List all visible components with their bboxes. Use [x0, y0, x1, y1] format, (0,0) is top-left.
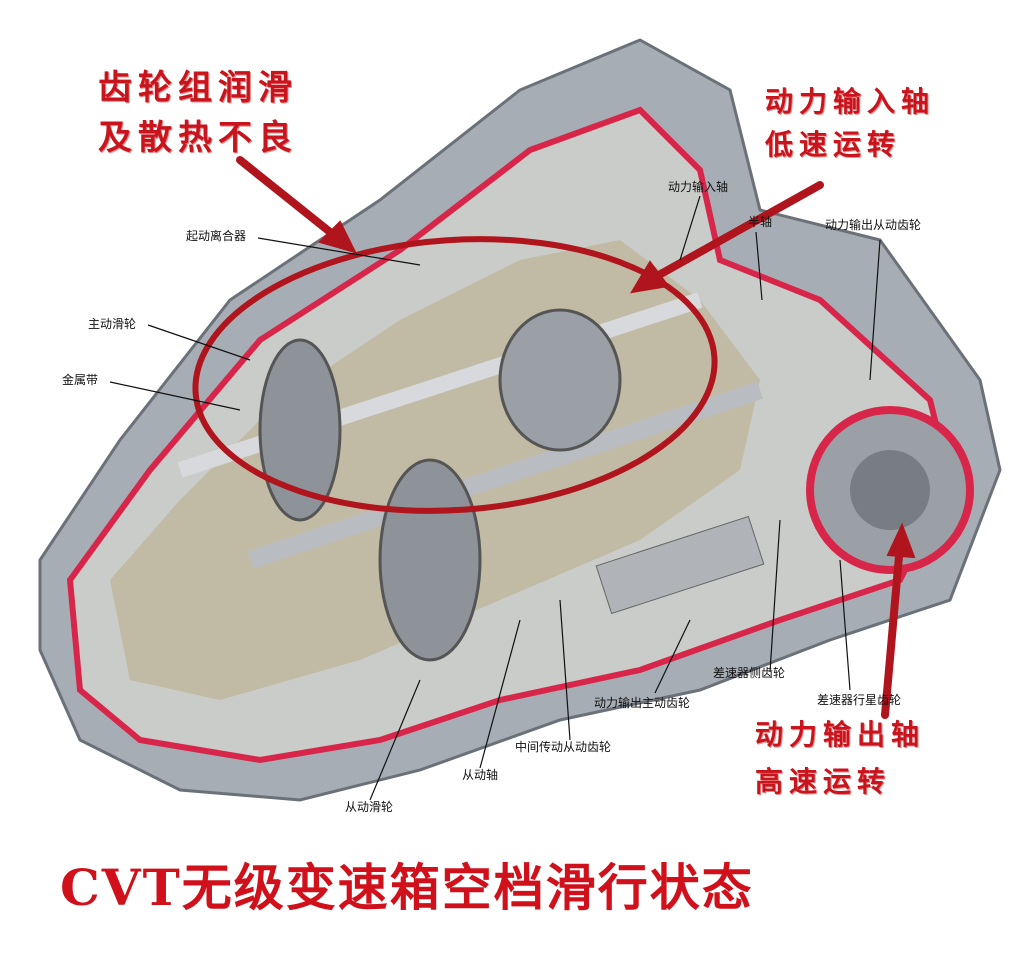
- label-drive-pulley: 主动滑轮: [88, 317, 137, 331]
- annotation-output-shaft-line1: 动力输出轴: [755, 718, 926, 751]
- output-shaft-arrowhead: [886, 522, 916, 559]
- label-starting-clutch: 起动离合器: [186, 229, 247, 243]
- input-shaft-arrow: [646, 181, 824, 284]
- input-shaft-arrowhead: [630, 260, 670, 294]
- label-diff-side-gear: 差速器侧齿轮: [713, 666, 786, 680]
- problem-area-ellipse: [192, 236, 718, 514]
- driven-pulley-drawing: [378, 458, 482, 662]
- annotation-input-shaft-line2: 低速运转: [765, 128, 902, 161]
- lubrication-arrowhead: [318, 220, 357, 254]
- differential-core: [850, 450, 930, 530]
- diagram-title: CVT无级变速箱空档滑行状态: [60, 858, 754, 917]
- label-driven-pulley: 从动滑轮: [345, 800, 394, 814]
- output-gear-drawing: [595, 515, 765, 615]
- label-output-drive-gear: 动力输出主动齿轮: [594, 696, 691, 710]
- lubrication-arrow: [236, 156, 344, 244]
- label-metal-belt: 金属带: [62, 373, 99, 387]
- annotation-lubrication-line2: 及散热不良: [98, 118, 298, 158]
- label-driven-shaft: 从动轴: [462, 768, 499, 782]
- label-output-driven-gear: 动力输出从动齿轮: [825, 218, 922, 232]
- output-shaft-arrow: [881, 541, 904, 719]
- label-diff-planet-gear: 差速器行星齿轮: [817, 693, 902, 707]
- annotation-lubrication-line1: 齿轮组润滑: [98, 68, 298, 108]
- clutch-drawing: [498, 308, 622, 452]
- driven-shaft-drawing: [247, 381, 763, 569]
- annotation-input-shaft-line1: 动力输入轴: [765, 85, 936, 118]
- label-intermediate-driven-gear: 中间传动从动齿轮: [515, 740, 612, 754]
- annotation-output-shaft-line2: 高速运转: [755, 765, 892, 798]
- leader-lines: [109, 195, 881, 801]
- drive-pulley-drawing: [258, 338, 342, 522]
- label-input-shaft: 动力输入轴: [668, 180, 729, 194]
- label-half-shaft: 半轴: [748, 215, 773, 229]
